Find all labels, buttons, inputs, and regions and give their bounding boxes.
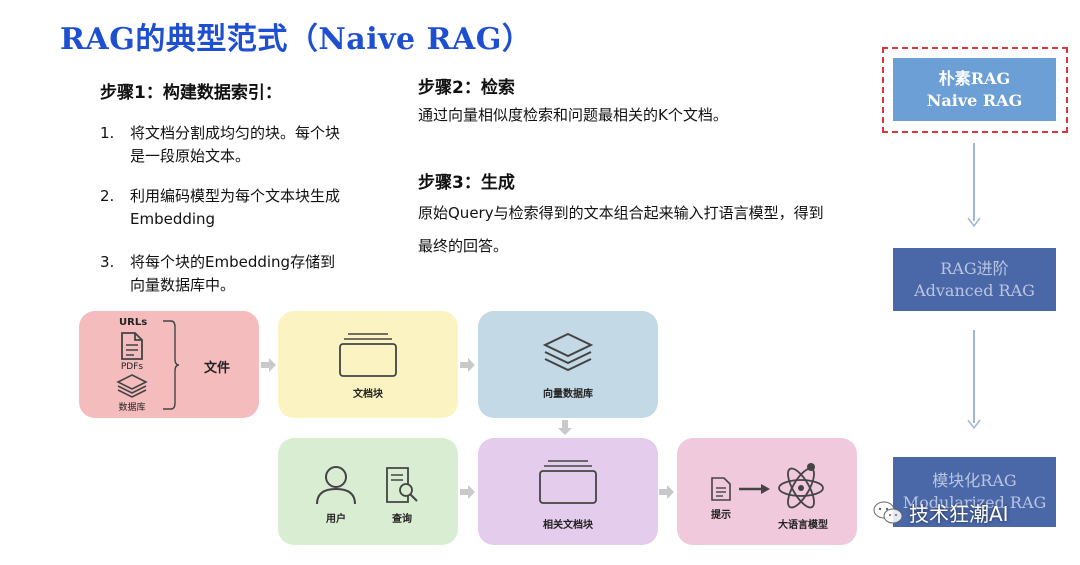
atom-icon <box>778 463 824 509</box>
files-label: 文件 <box>203 361 230 376</box>
urls-label: URLs <box>119 317 148 328</box>
layers-icon <box>116 374 148 398</box>
chunks-box: 文档块 <box>278 311 458 418</box>
list-number: 1. <box>100 124 115 142</box>
related-chunks-box: 相关文档块 <box>478 438 658 545</box>
query-label: 查询 <box>392 514 412 525</box>
paradigm-subtitle: Naive RAG <box>926 90 1023 110</box>
bracket-icon <box>163 320 180 410</box>
wechat-icon <box>873 501 903 523</box>
document-icon <box>121 332 143 360</box>
list-text: 利用编码模型为每个文本块生成Embedding <box>130 187 341 228</box>
paradigm-title: 模块化RAG <box>932 471 1017 490</box>
step1-heading: 步骤1：构建数据索引： <box>100 83 282 103</box>
arrow-right-icon <box>261 358 276 372</box>
list-text: 将文档分割成均匀的块。每个块是一段原始文本。 <box>130 124 341 165</box>
highlight-frame <box>882 47 1068 133</box>
paradigm-title: RAG进阶 <box>940 258 1009 278</box>
down-arrow-line <box>973 330 975 423</box>
user-icon <box>316 466 356 505</box>
paradigm-subtitle: Advanced RAG <box>914 280 1035 300</box>
layers-icon <box>542 332 594 372</box>
paradigm-title: 朴素RAG <box>938 68 1011 88</box>
paradigm-subtitle: Modularized RAG <box>902 493 1047 512</box>
pdfs-label: PDFs <box>120 362 144 372</box>
llm-box: 提示 大语言模型 <box>677 438 857 545</box>
step2-heading: 步骤2：检索 <box>418 78 515 98</box>
llm-label: 大语言模型 <box>778 520 828 531</box>
files-box: URLs PDFs 数据库 文件 <box>79 311 259 418</box>
chunks-label: 文档块 <box>353 389 383 400</box>
vector-db-box: 向量数据库 <box>478 311 658 418</box>
arrow-down-icon <box>558 420 572 435</box>
list-number: 3. <box>100 253 115 271</box>
arrow-down-icon <box>967 419 981 430</box>
document-chunks-icon <box>339 333 397 377</box>
list-number: 2. <box>100 187 115 205</box>
step2-body: 通过向量相似度检索和问题最相关的K个文档。 <box>418 106 728 124</box>
page-title: RAG的典型范式（Naive RAG） <box>60 22 533 57</box>
arrow-right-icon <box>460 485 475 499</box>
step3-heading: 步骤3：生成 <box>418 173 515 193</box>
down-arrow-line <box>973 143 975 221</box>
arrow-down-icon <box>967 217 981 228</box>
vector-db-label: 向量数据库 <box>543 389 593 400</box>
watermark-text: 技术狂潮AI <box>909 502 1009 526</box>
database-label: 数据库 <box>118 403 146 413</box>
arrow-right-icon <box>460 358 475 372</box>
document-chunks-icon <box>539 460 597 504</box>
paradigm-advanced-rag: RAG进阶 Advanced RAG <box>893 248 1056 311</box>
user-label: 用户 <box>326 514 346 525</box>
arrow-right-icon <box>739 484 770 494</box>
prompt-label: 提示 <box>711 510 731 521</box>
paradigm-modular-rag: 模块化RAG Modularized RAG <box>893 457 1056 527</box>
list-text: 将每个块的Embedding存储到向量数据库中。 <box>130 253 336 294</box>
step3-body: 原始Query与检索得到的文本组合起来输入打语言模型，得到最终的回答。 <box>418 204 824 255</box>
related-chunks-label: 相关文档块 <box>543 520 593 531</box>
user-box: 用户 查询 <box>278 438 458 545</box>
arrow-right-icon <box>659 485 674 499</box>
search-document-icon <box>386 467 418 503</box>
paradigm-naive-rag: 朴素RAG Naive RAG <box>893 58 1056 121</box>
watermark: 技术狂潮AI <box>873 498 1009 527</box>
document-icon <box>711 477 731 501</box>
